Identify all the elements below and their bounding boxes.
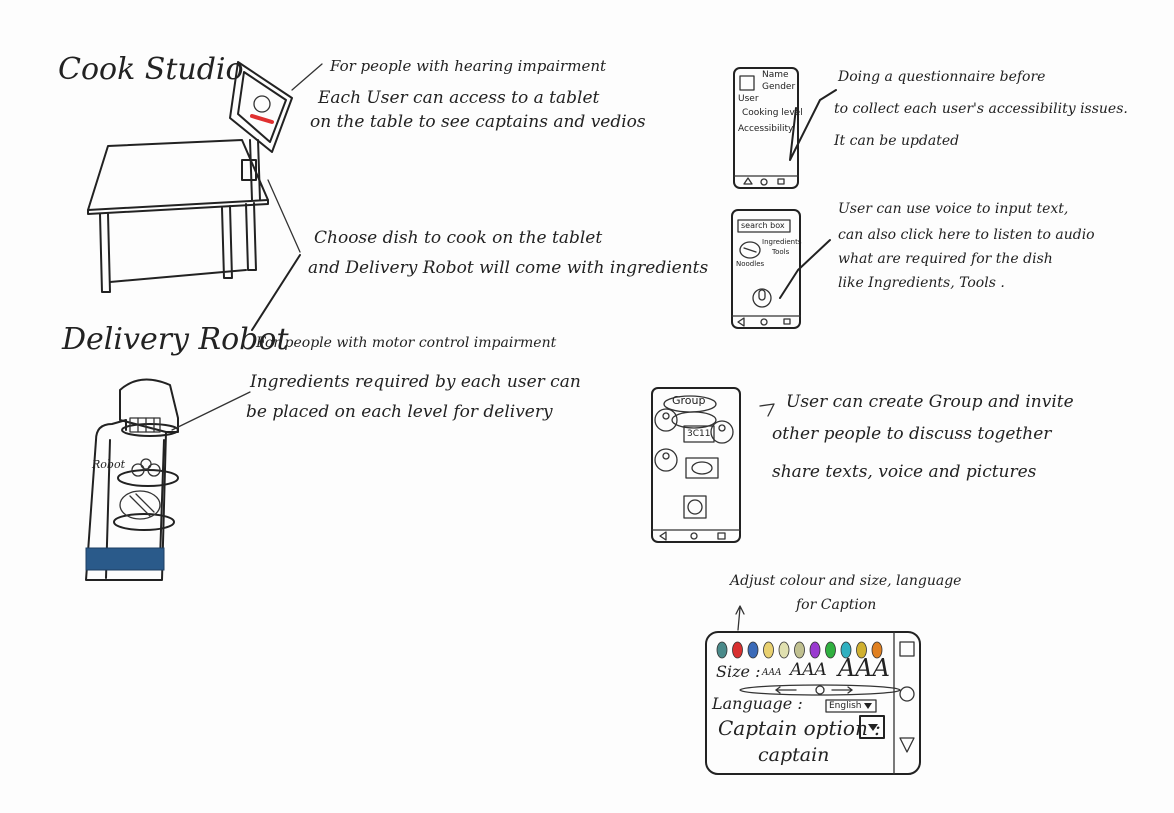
size-sample-small: AAA xyxy=(762,668,782,678)
choose-dish-connector xyxy=(268,180,300,252)
ingredients-label: Ingredients xyxy=(762,238,802,246)
group-phone xyxy=(652,388,774,542)
motor-note-line-2: Ingredients required by each user can xyxy=(250,372,581,393)
voice-line-2: can also click here to listen to audio xyxy=(838,226,1095,244)
questionnaire-line-2: to collect each user's accessibility iss… xyxy=(834,100,1128,118)
group-title: Group xyxy=(672,394,706,407)
search-box: search box xyxy=(741,221,785,230)
hearing-note-line-1: For people with hearing impairment xyxy=(330,56,606,77)
profile-name-label: Name xyxy=(762,70,789,80)
voice-line-4: like Ingredients, Tools . xyxy=(838,274,1005,292)
hearing-note-line-2: Each User can access to a tablet xyxy=(318,88,599,109)
cook-studio-title: Cook Studio xyxy=(58,52,244,87)
voice-line-3: what are required for the dish xyxy=(838,250,1053,268)
profile-cooking-level-label: Cooking level xyxy=(742,108,803,118)
group-line-3: share texts, voice and pictures xyxy=(772,462,1036,483)
color-swatch[interactable] xyxy=(826,642,836,658)
color-swatch[interactable] xyxy=(748,642,758,658)
hearing-note-line-3: on the table to see captains and vedios xyxy=(310,112,646,133)
size-sample-medium: AAA xyxy=(790,660,827,680)
motor-note-line-3: be placed on each level for delivery xyxy=(246,402,553,423)
group-text-message: 3C11 xyxy=(687,429,710,439)
motor-connector xyxy=(172,392,250,430)
language-label[interactable]: Language : xyxy=(712,694,803,713)
questionnaire-line-3: It can be updated xyxy=(834,132,959,150)
color-swatch[interactable] xyxy=(795,642,805,658)
cook-studio-table xyxy=(88,140,268,292)
tools-label: Tools xyxy=(772,248,789,256)
color-swatch[interactable] xyxy=(764,642,774,658)
color-swatch[interactable] xyxy=(779,642,789,658)
profile-accessibility-label: Accessibility xyxy=(738,124,793,134)
profile-user-label: User xyxy=(738,94,759,104)
color-swatch[interactable] xyxy=(717,642,727,658)
color-swatch[interactable] xyxy=(733,642,743,658)
delivery-robot-title: Delivery Robot xyxy=(62,322,289,357)
robot-connector xyxy=(252,255,300,330)
size-label: Size : xyxy=(716,662,760,681)
group-line-2: other people to discuss together xyxy=(772,424,1051,445)
motor-note-line-1: For people with motor control impairment xyxy=(256,334,556,352)
delivery-robot xyxy=(86,380,178,580)
robot-label: Robot xyxy=(92,458,125,471)
adjust-line-1: Adjust colour and size, language xyxy=(730,572,961,590)
color-swatch[interactable] xyxy=(810,642,820,658)
voice-line-1: User can use voice to input text, xyxy=(838,200,1068,218)
noodles-label: Noodles xyxy=(736,260,764,268)
adjust-line-2: for Caption xyxy=(796,596,876,614)
language-select[interactable]: English xyxy=(829,701,862,711)
group-line-1: User can create Group and invite xyxy=(786,392,1074,413)
size-sample-large: AAA xyxy=(838,654,890,682)
choose-dish-line-1: Choose dish to cook on the tablet xyxy=(314,228,602,249)
profile-gender-label: Gender xyxy=(762,82,795,92)
caption-word: captain xyxy=(758,744,829,766)
questionnaire-line-1: Doing a questionnaire before xyxy=(838,68,1045,86)
choose-dish-line-2: and Delivery Robot will come with ingred… xyxy=(308,258,708,279)
hearing-connector xyxy=(292,64,322,90)
caption-option-label: Captain option : xyxy=(718,716,881,740)
